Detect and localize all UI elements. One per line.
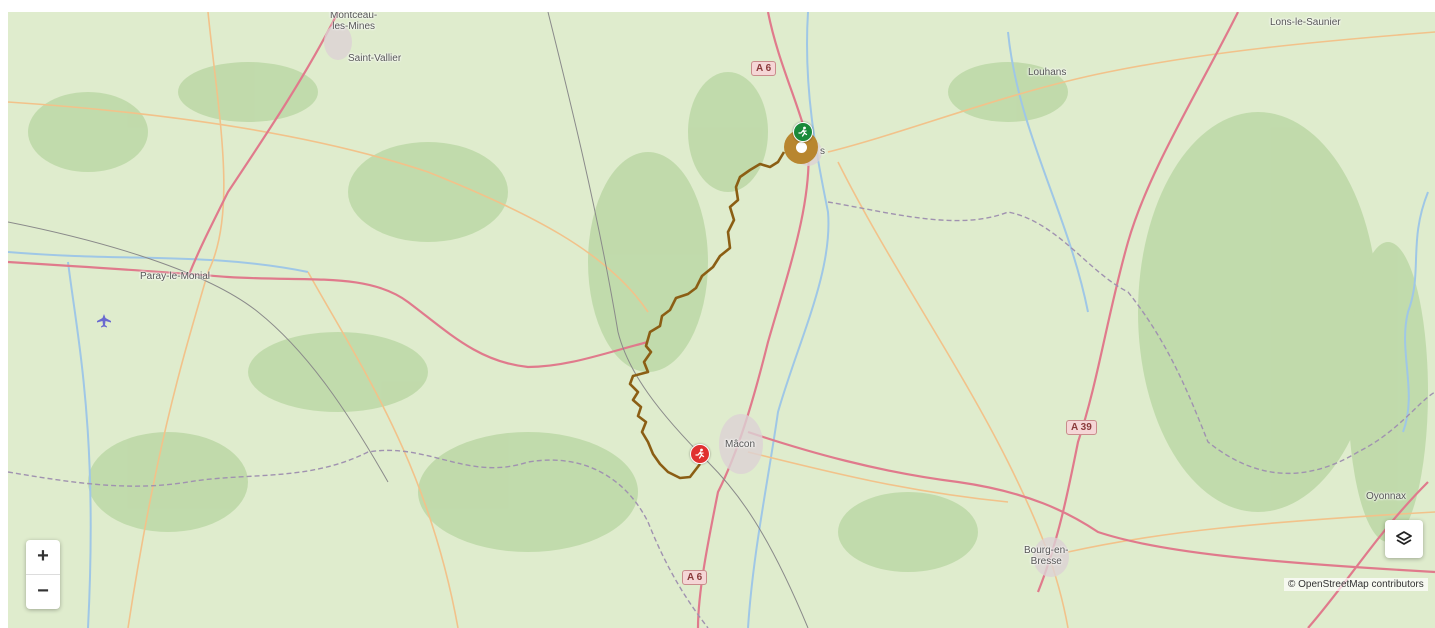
place-macon: Mâcon [725, 439, 756, 450]
primary-roads [8, 12, 1435, 628]
place-paray-le-monial: Paray-le-Monial [140, 271, 211, 282]
runner-icon [695, 448, 705, 459]
route-start-marker[interactable] [793, 122, 813, 142]
layers-icon [1396, 531, 1412, 545]
place-tournus-fragment: s [820, 146, 825, 157]
admin-border [8, 201, 1435, 628]
place-saint-vallier: Saint-Vallier [348, 53, 402, 64]
route-end-marker[interactable] [690, 444, 710, 464]
airport-icon [97, 314, 111, 328]
layers-button[interactable] [1385, 520, 1423, 558]
map-canvas[interactable]: Montceau- les-Mines Saint-Vallier Louhan… [8, 12, 1435, 628]
rivers [8, 12, 1429, 628]
zoom-in-button[interactable]: + [37, 545, 49, 567]
forest-areas [28, 62, 1428, 572]
map-tiles [8, 12, 1435, 628]
zoom-control: + − [26, 540, 60, 609]
road-shield-a6-south: A 6 [682, 570, 708, 585]
motorways [8, 12, 1435, 628]
place-louhans: Louhans [1028, 67, 1067, 78]
runner-icon [798, 126, 808, 137]
zoom-out-button[interactable]: − [26, 574, 60, 609]
place-bourg-en-bresse: Bourg-en- Bresse [1024, 545, 1069, 567]
place-montceau-les-mines: Montceau- les-Mines [330, 12, 378, 32]
place-oyonnax: Oyonnax [1366, 491, 1407, 502]
place-lons-le-saunier: Lons-le-Saunier [1270, 17, 1341, 28]
road-shield-a6-north: A 6 [751, 61, 777, 76]
map-attribution[interactable]: © OpenStreetMap contributors [1284, 578, 1428, 591]
waypoint-center-dot [795, 141, 807, 153]
route-track[interactable] [628, 151, 786, 480]
road-shield-a39: A 39 [1066, 420, 1097, 435]
